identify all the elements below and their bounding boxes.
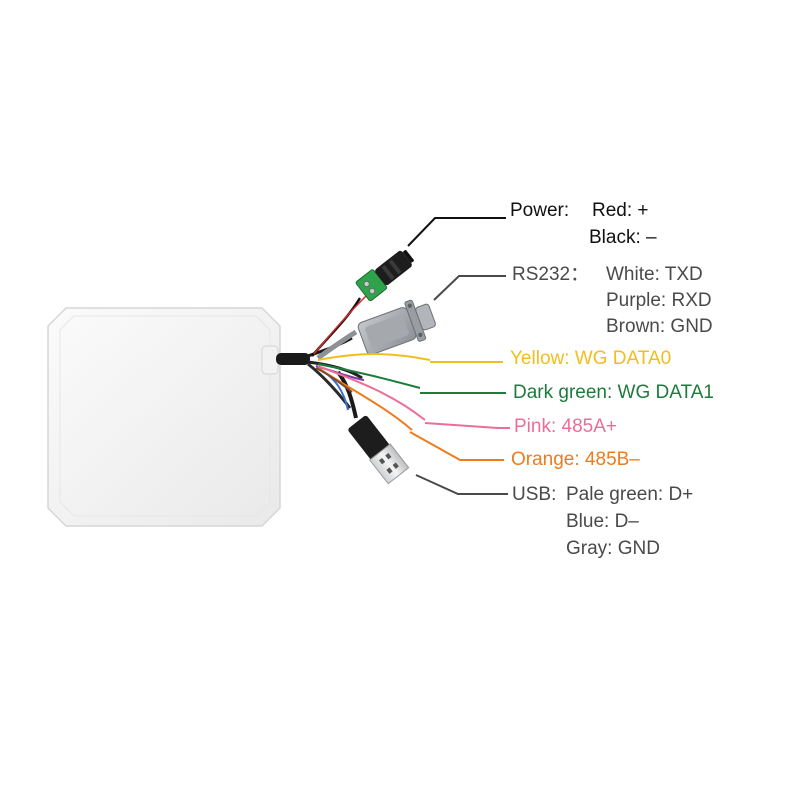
rs232-leader [433,275,506,301]
db9-connector [316,299,436,361]
power-label: Power: [510,200,570,221]
dark-green-wire [317,363,421,389]
yellow-wire-label: Yellow: WG DATA0 [510,348,672,369]
orange-leader [409,431,504,461]
dark-green-wire-label: Dark green: WG DATA1 [513,382,714,403]
red-wire-label: Red: + [592,200,649,221]
yellow-wire [317,353,431,361]
signal-wires [315,353,431,431]
purple-wire-label: Purple: RXD [606,290,712,311]
blue-wire-label: Blue: D– [566,511,639,532]
pink-wire [317,365,426,421]
power-cable [311,249,414,357]
gray-wire-label: Gray: GND [566,538,660,559]
pale-green-wire-label: Pale green: D+ [566,484,694,505]
reader-body [47,307,281,527]
usb-leader [415,474,508,495]
black-wire-label: Black: – [589,227,657,248]
leader-lines [407,217,510,495]
white-wire-label: White: TXD [606,264,703,285]
pink-wire-label: Pink: 485A+ [514,416,617,437]
usb-label: USB: [512,484,557,505]
rs232-label: RS232： [512,264,590,285]
pink-leader [424,422,510,429]
power-leader [407,217,506,247]
brown-wire-label: Brown: GND [606,316,713,337]
orange-wire-label: Orange: 485B– [511,449,640,470]
brown-wire [315,367,353,393]
